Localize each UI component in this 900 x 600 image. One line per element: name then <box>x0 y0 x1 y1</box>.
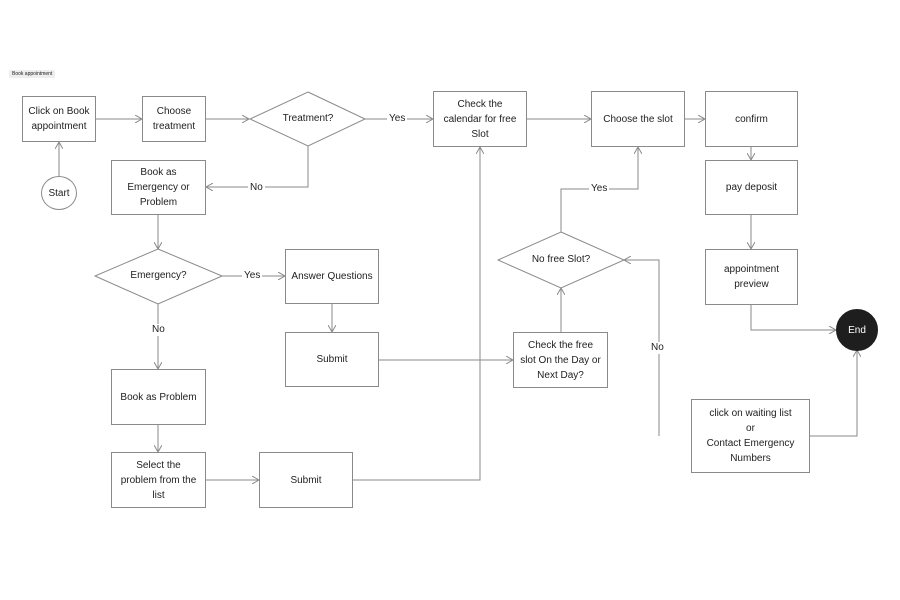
pay-deposit-node[interactable]: pay deposit <box>705 160 798 215</box>
emergency-yes-label: Yes <box>242 270 263 282</box>
emergency-no-label: No <box>150 324 167 336</box>
edge-preview-to-end <box>750 305 836 330</box>
submit-answers-node[interactable]: Submit <box>285 332 379 387</box>
edge-treatment-no <box>206 146 309 187</box>
confirm-node[interactable]: confirm <box>705 91 798 147</box>
end-node[interactable]: End <box>836 309 878 351</box>
no-free-slot-decision-shape <box>496 231 626 289</box>
slot-no-label: No <box>649 342 666 354</box>
choose-treatment-node[interactable]: Choose treatment <box>142 96 206 142</box>
submit-problem-node[interactable]: Submit <box>259 452 353 508</box>
edge-submit2-to-calendar <box>353 147 480 481</box>
appointment-preview-node[interactable]: appointment preview <box>705 249 798 305</box>
choose-slot-node[interactable]: Choose the slot <box>591 91 685 147</box>
no-free-slot-decision-label[interactable]: No free Slot? <box>531 254 591 265</box>
edge-slot-no <box>624 260 660 436</box>
emergency-decision-label[interactable]: Emergency? <box>130 270 187 281</box>
emergency-decision-shape <box>93 248 224 305</box>
start-node[interactable]: Start <box>41 176 77 210</box>
treatment-no-label: No <box>248 182 265 194</box>
treatment-decision-shape <box>248 91 367 147</box>
treatment-yes-label: Yes <box>387 113 408 125</box>
treatment-decision-label[interactable]: Treatment? <box>282 113 334 124</box>
check-free-slot-node[interactable]: Check the free slot On the Day or Next D… <box>513 332 608 388</box>
check-calendar-node[interactable]: Check the calendar for free Slot <box>433 91 527 147</box>
slot-yes-label: Yes <box>589 183 610 195</box>
waiting-list-node[interactable]: click on waiting list or Contact Emergen… <box>691 399 810 473</box>
answer-questions-node[interactable]: Answer Questions <box>285 249 379 304</box>
click-book-appointment-node[interactable]: Click on Book appointment <box>22 96 96 142</box>
book-as-problem-node[interactable]: Book as Problem <box>111 369 206 425</box>
edge-waiting-to-end <box>810 350 857 437</box>
select-problem-node[interactable]: Select the problem from the list <box>111 452 206 508</box>
book-emergency-or-problem-node[interactable]: Book as Emergency or Problem <box>111 160 206 215</box>
diagram-title-tag: Book appointment <box>9 70 56 78</box>
